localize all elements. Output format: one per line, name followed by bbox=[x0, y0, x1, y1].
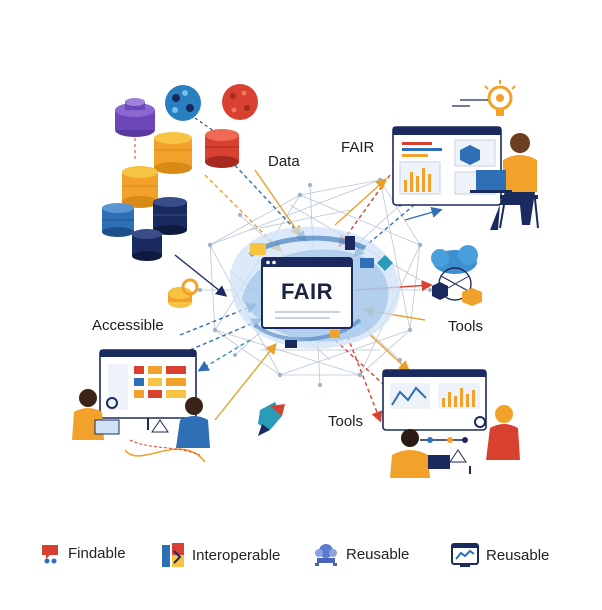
fair-legend: Findable Interoperable Reusable Reusable bbox=[0, 537, 602, 577]
analytics-window-top-right bbox=[392, 126, 502, 206]
label-tools-right: Tools bbox=[448, 318, 484, 335]
findable-icon bbox=[42, 545, 58, 564]
interoperable-shape-icon bbox=[258, 402, 285, 436]
purple-database-icon bbox=[115, 98, 155, 137]
legend-label: Reusable bbox=[346, 545, 410, 563]
label-tools-bottom: Tools bbox=[328, 413, 364, 430]
red-database-icon bbox=[205, 129, 239, 168]
connector-arrows bbox=[174, 159, 443, 423]
center-fair-title: FAIR bbox=[280, 279, 334, 304]
database-stacks-illustration bbox=[102, 84, 258, 261]
globe-node-icon bbox=[165, 85, 201, 121]
label-accessible: Accessible bbox=[92, 317, 164, 334]
lightbulb-icon bbox=[452, 80, 516, 116]
legend-label: Reusable bbox=[486, 546, 550, 564]
legend-item-interoperable: Interoperable bbox=[160, 541, 280, 569]
reusable-icon bbox=[315, 544, 337, 566]
two-people-analyzing-illustration bbox=[390, 405, 520, 478]
label-data: Data bbox=[268, 153, 300, 170]
legend-item-reusable-dashboard: Reusable bbox=[450, 541, 549, 569]
fair-window bbox=[261, 257, 353, 329]
blue-database-icon bbox=[102, 203, 134, 237]
small-navy-database-icon bbox=[132, 229, 162, 261]
two-people-collaborating-illustration bbox=[72, 389, 210, 463]
navy-database-icon bbox=[153, 197, 187, 235]
legend-item-findable: Findable bbox=[38, 541, 126, 565]
interoperable-icon bbox=[162, 543, 184, 567]
legend-item-reusable: Reusable bbox=[312, 541, 409, 567]
cloud-network-icon bbox=[431, 245, 482, 306]
legend-label: Interoperable bbox=[192, 546, 281, 564]
reusable-dashboard-icon bbox=[451, 543, 479, 567]
red-virus-node-icon bbox=[222, 84, 258, 120]
gears-icon bbox=[168, 278, 199, 308]
legend-label: Findable bbox=[68, 544, 126, 562]
person-at-laptop-illustration bbox=[470, 133, 539, 230]
analytics-window-bottom-right bbox=[382, 369, 487, 443]
yellow-database-icon bbox=[154, 132, 192, 174]
dashboard-window-bottom-left bbox=[99, 349, 197, 430]
orange-database-icon bbox=[122, 166, 158, 208]
label-fair-top: FAIR bbox=[341, 139, 375, 156]
